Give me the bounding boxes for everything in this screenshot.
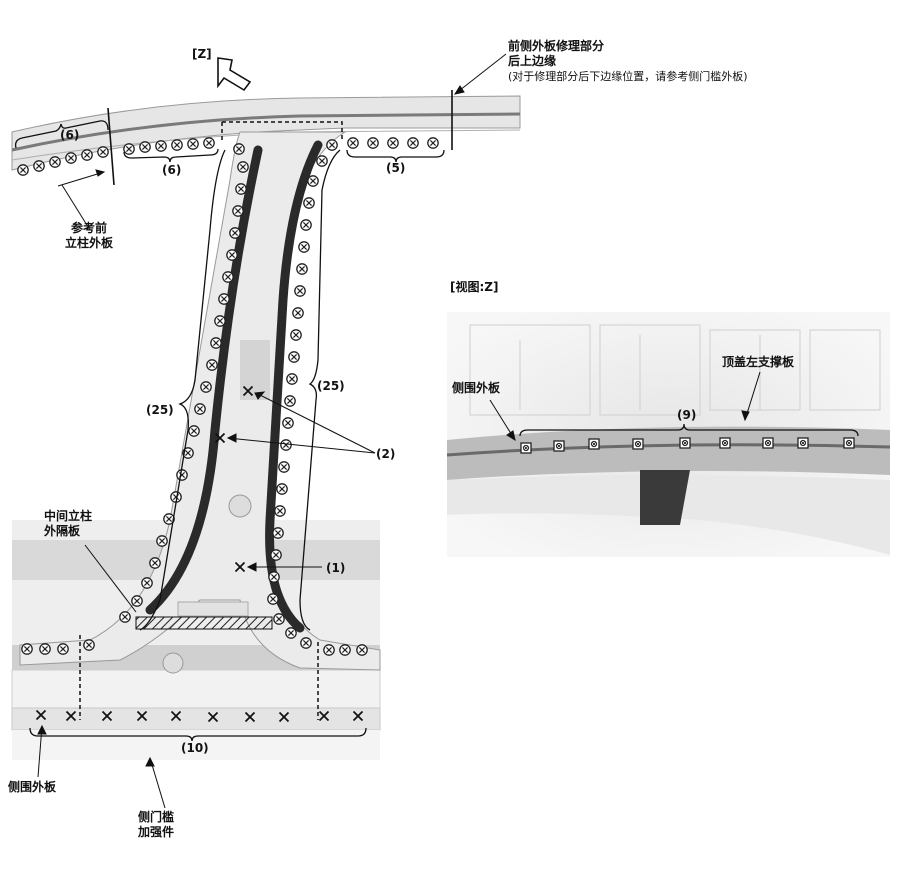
callout-9: (9) <box>677 408 696 422</box>
weld-spot <box>17 164 29 176</box>
brace-10 <box>29 727 367 742</box>
callout-25-left: (25) <box>146 403 174 417</box>
brace-6b <box>123 148 219 163</box>
weld-spot <box>187 138 199 150</box>
cut-line-front <box>107 107 115 186</box>
sill-band-light <box>11 669 381 711</box>
callout-25-right: (25) <box>317 379 345 393</box>
weld-spot <box>81 149 93 161</box>
pillar-flange-left <box>145 145 263 615</box>
callout-5: (5) <box>386 161 405 175</box>
view-z-label: [Z] <box>192 47 212 61</box>
callout-2: (2) <box>376 447 395 461</box>
weld-spot <box>49 156 61 168</box>
weld-spot <box>123 143 135 155</box>
weld-group-roof-right <box>347 137 439 149</box>
rocker-label-1: 侧门槛 <box>138 809 174 824</box>
repair-boundary-top <box>221 121 343 140</box>
view-z-inset <box>446 312 891 557</box>
center-pillar-partition-hatch <box>135 616 273 630</box>
weld-spot <box>387 137 399 149</box>
callout-10: (10) <box>181 741 209 755</box>
weld-spot <box>427 137 439 149</box>
center-pillar-label-1: 中间立柱 <box>44 508 92 523</box>
brace-25-right <box>299 149 341 631</box>
weld-spot <box>407 137 419 149</box>
side-outer-label: 侧围外板 <box>8 779 57 794</box>
weld-spot <box>97 146 109 158</box>
callout-6b: (6) <box>162 163 181 177</box>
repair-boundary-bottom <box>79 635 319 720</box>
lower-pillar-slot <box>177 601 249 617</box>
braces <box>14 120 445 742</box>
weld-spot <box>171 139 183 151</box>
pillar-flange-right <box>265 140 323 633</box>
weld-spot <box>65 152 77 164</box>
weld-spot <box>33 160 45 172</box>
front-panel-label-3: (对于修理部分后下边缘位置，请参考侧门槛外板) <box>508 69 748 83</box>
leaders <box>37 53 507 809</box>
ref-front-pillar-label-1: 参考前 <box>71 220 107 235</box>
brace-6a <box>14 120 109 149</box>
view-roof-rail-label: 顶盖左支撑板 <box>722 354 795 369</box>
view-side-outer-label: 侧围外板 <box>452 380 501 395</box>
inset-pillar-top <box>640 470 690 525</box>
weld-spot <box>203 137 215 149</box>
sill-lower <box>12 730 380 760</box>
sill-hole <box>162 652 184 674</box>
view-z-title: [视图:Z] <box>450 279 498 294</box>
main-panel <box>11 90 521 760</box>
callout-6a: (6) <box>60 128 79 142</box>
inset-roof-structure <box>469 324 881 416</box>
brace-25-left <box>139 149 226 631</box>
weld-spot <box>155 140 167 152</box>
pillar-inner-shade <box>240 340 270 400</box>
inset-side-rail <box>447 426 890 480</box>
weld-spot <box>139 141 151 153</box>
roof-rail-edge <box>11 112 521 152</box>
ref-front-pillar-label-2: 立柱外板 <box>65 235 114 250</box>
front-panel-label-1: 前侧外板修理部分 <box>508 38 604 53</box>
weld-spot <box>367 137 379 149</box>
rocker-label-2: 加强件 <box>137 824 174 839</box>
pillar-hole <box>228 494 252 518</box>
brace-9 <box>519 423 859 437</box>
front-panel-label-2: 后上边缘 <box>508 53 556 68</box>
brace-5 <box>346 149 445 163</box>
weld-spot <box>347 137 359 149</box>
callout-1: (1) <box>326 561 345 575</box>
inset-rail-edge <box>446 443 891 457</box>
view-z-arrow-icon <box>217 57 252 92</box>
center-pillar-label-2: 外隔板 <box>44 523 81 538</box>
